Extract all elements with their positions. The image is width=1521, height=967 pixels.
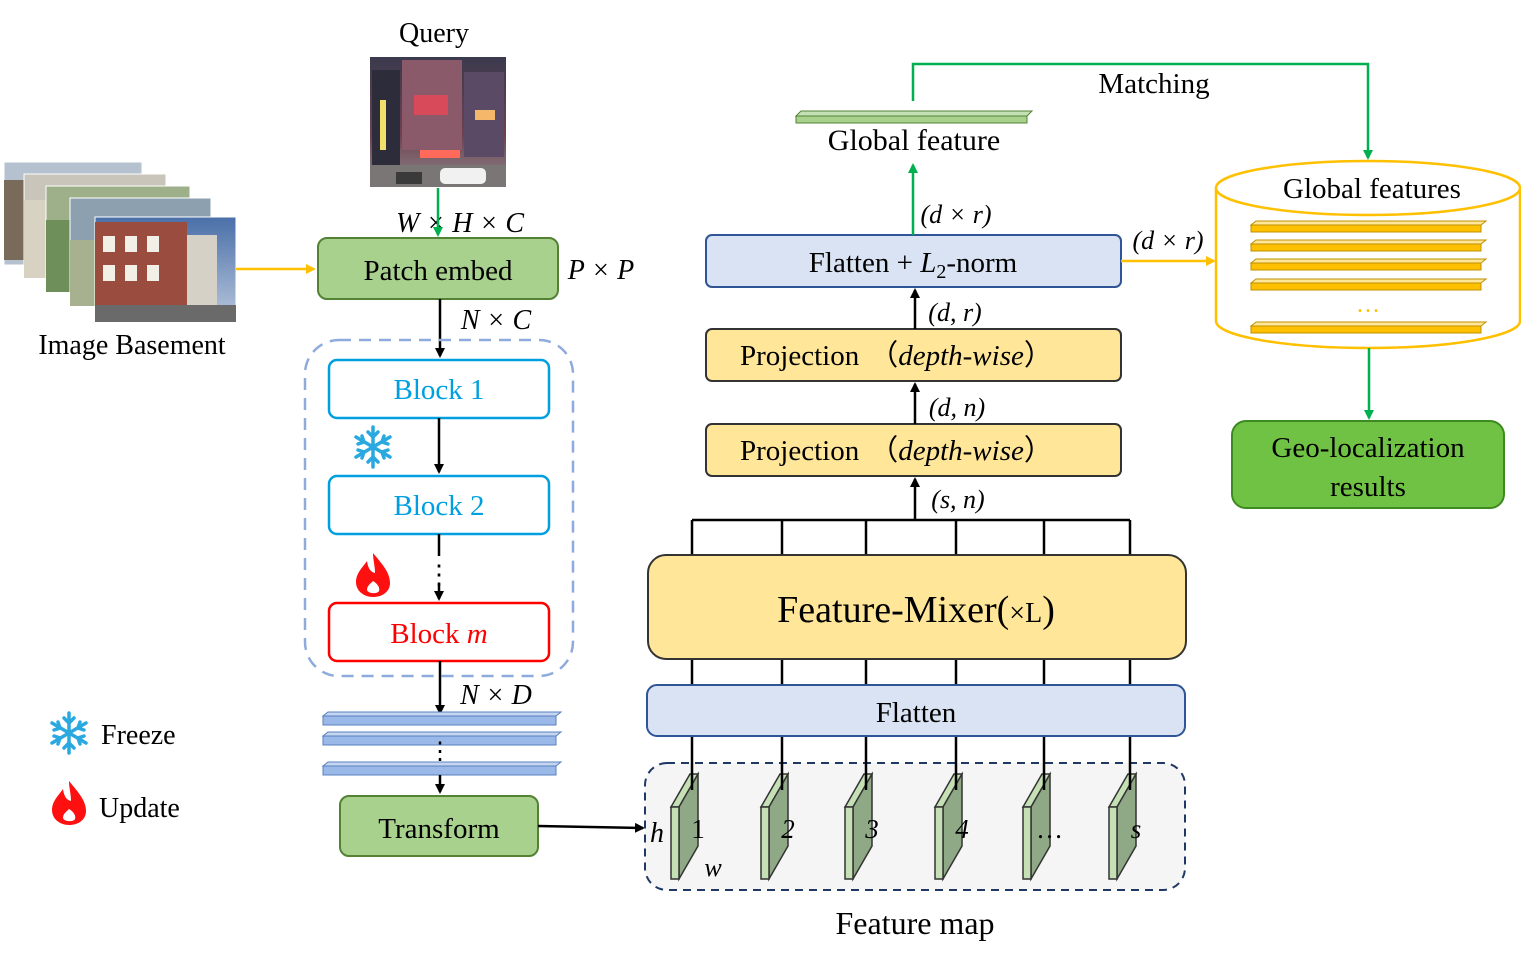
flatten-norm-label: Flatten + L2-norm (809, 247, 1018, 283)
feature-slice-4: 4 (933, 771, 969, 882)
legend-freeze-label: Freeze (101, 720, 176, 751)
db-feature-bar-2 (1249, 239, 1488, 252)
feature-slice-label: 2 (781, 814, 795, 844)
db-feature-bar-5 (1249, 321, 1488, 334)
block-2-label: Block 2 (393, 490, 484, 522)
query-image (370, 57, 506, 187)
patch-embed-label: Patch embed (364, 255, 513, 287)
feature-map-w: w (704, 853, 722, 882)
global-feature-bar (795, 115, 1028, 124)
legend-update-label: Update (99, 793, 180, 824)
dims-d-r: (d, r) (928, 298, 981, 327)
tokens-dims: N × D (459, 680, 532, 711)
transform-to-map-arrow (537, 822, 645, 833)
matching-label: Matching (1098, 68, 1209, 100)
feature-slice-6: s (1107, 771, 1142, 882)
results-line1: Geo-localization (1271, 432, 1465, 464)
dims-d-n: (d, n) (929, 393, 985, 422)
feature-slice-label: … (1038, 814, 1062, 844)
global-feature-label: Global feature (828, 124, 1000, 157)
db-feature-bar-4 (1249, 278, 1488, 291)
feature-map-h: h (650, 818, 664, 849)
database-feature-bars (1249, 220, 1488, 334)
dims-dxr-right: (d × r) (1133, 226, 1204, 255)
projection-1-label: Projection（depth-wise） (740, 435, 1053, 467)
projection-1-box (705, 423, 1122, 477)
db-feature-bar-3 (1249, 258, 1488, 271)
db-feature-bar-1 (1249, 220, 1488, 233)
feature-map-slices: 1 2 3 4 … s (669, 771, 1142, 882)
feature-slice-label: s (1131, 814, 1142, 844)
dims-s-n: (s, n) (931, 485, 984, 514)
feature-slice-label: 1 (691, 814, 705, 844)
image-basement-label: Image Basement (38, 330, 226, 361)
query-dims: W × H × C (396, 208, 524, 239)
database-top (1214, 159, 1521, 217)
flatten-box (646, 684, 1186, 737)
flame-icon (356, 553, 390, 597)
feature-slice-label: 3 (864, 814, 879, 844)
legend-snowflake-icon (50, 711, 88, 755)
results-line2: results (1330, 471, 1406, 503)
image-basement-stack (3, 161, 237, 323)
feature-slice-5: … (1021, 771, 1062, 882)
encoder-dashed-group (303, 338, 575, 678)
legend-flame-icon (52, 781, 86, 825)
patch-embed-box (317, 237, 559, 300)
connector-lines (690, 520, 1132, 790)
database-label: Global features (1283, 173, 1461, 205)
projection-2-label: Projection（depth-wise） (740, 340, 1053, 372)
feature-slice-2: 2 (759, 771, 795, 882)
snowflake-icon (354, 425, 392, 469)
patch-out-dims: N × C (460, 305, 532, 336)
token-bars (321, 711, 563, 776)
results-box (1231, 420, 1505, 509)
patch-kernel-label: P × P (567, 255, 635, 286)
feature-map-label: Feature map (835, 905, 994, 941)
feature-map-group (644, 762, 1186, 891)
feature-mixer-label: Feature-Mixer(×L) (777, 589, 1055, 631)
transform-label: Transform (378, 813, 500, 845)
block-m-label: Block m (390, 618, 487, 650)
feature-slice-label: 4 (955, 814, 969, 844)
feature-mixer-box (647, 554, 1187, 660)
tokens-ellipsis: ⋮ (428, 739, 452, 765)
matching-path-arrow (911, 62, 1373, 160)
dims-dxr-up: (d × r) (921, 200, 992, 229)
query-label: Query (399, 18, 469, 49)
block-1-label: Block 1 (393, 374, 484, 406)
database-ellipsis: … (1356, 292, 1380, 318)
flatten-label: Flatten (876, 697, 957, 729)
projection-2-box (705, 328, 1122, 382)
